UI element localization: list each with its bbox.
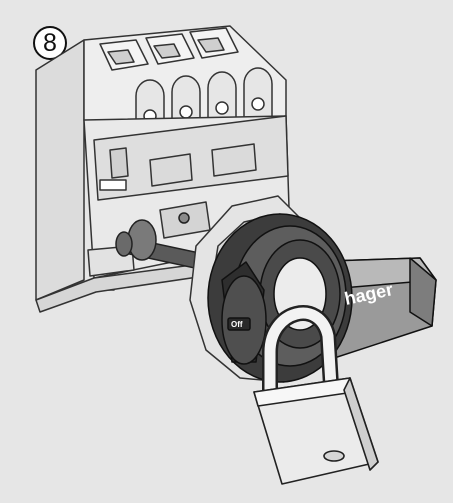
padlock [253,305,379,485]
door-escutcheon [189,195,321,383]
rotary-handle [207,213,437,383]
off-marking: Off [231,320,243,329]
brand-label: hager [343,279,395,309]
switch-disconnector [35,25,291,313]
operating-shaft [115,212,233,277]
step-number-badge: 8 [33,26,67,60]
